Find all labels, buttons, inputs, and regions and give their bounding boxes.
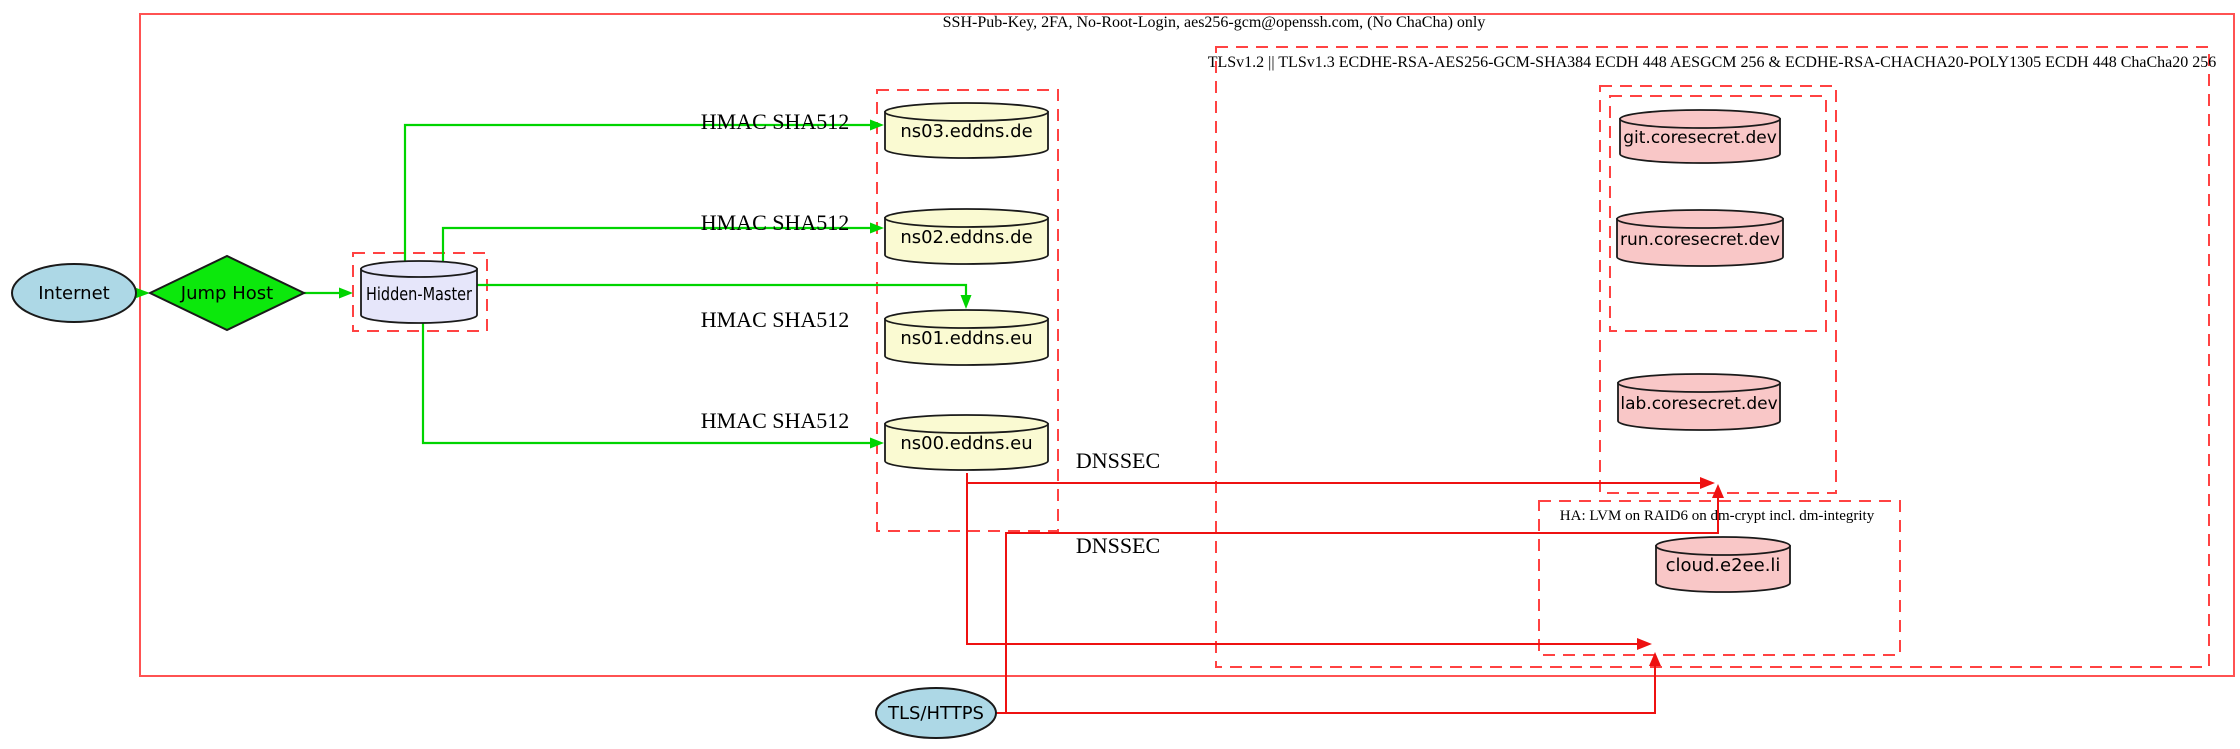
edge-label-hmac-1: HMAC SHA512 [701,109,850,134]
node-lab-coresecret: lab.coresecret.dev [1617,373,1781,431]
tls-https-ellipse [875,687,997,739]
edge-label-hmac-2: HMAC SHA512 [701,210,850,235]
cloud-label: cloud.e2ee.li [1666,555,1781,576]
internet-ellipse [11,263,137,323]
arrowhead-right-icon [1700,477,1715,489]
internet-label: Internet [38,283,109,304]
edge-line [997,666,1656,714]
edge-line [441,226,871,263]
arrowhead-right-icon [1637,638,1652,650]
coresecret-inner-border [1609,95,1827,332]
node-cloud-e2ee: cloud.e2ee.li [1655,536,1791,593]
cylinder-top [884,309,1049,329]
edge-line [477,283,968,296]
run-label: run.coresecret.dev [1620,230,1780,250]
edge-label-dnssec-2: DNSSEC [1076,533,1160,558]
cylinder-body [1617,382,1781,431]
ssh-zone-label: SSH-Pub-Key, 2FA, No-Root-Login, aes256-… [943,14,1486,31]
edge-tls-to-ha [997,652,1661,714]
node-git-coresecret: git.coresecret.dev [1619,109,1781,164]
edge-internet-jumphost [135,287,150,299]
edge-jumphost-hiddenmaster [304,287,353,299]
cylinder-top [884,414,1049,434]
cylinder-top [1655,536,1791,556]
tls-zone-label: TLSv1.2 || TLSv1.3 ECDHE-RSA-AES256-GCM-… [1208,54,2217,71]
arrowhead-right-icon [870,222,884,234]
git-label: git.coresecret.dev [1623,128,1777,148]
cylinder-body [1616,218,1784,267]
cylinder-body [884,111,1049,159]
cylinder-body [1619,118,1781,164]
edge-hiddenmaster-ns00 [421,321,884,449]
cylinder-body [884,318,1049,366]
cluster-coresecret-inner [1609,95,1827,332]
edge-label-hmac-3: HMAC SHA512 [701,307,850,332]
lab-label: lab.coresecret.dev [1620,394,1777,414]
cluster-hidden-master [352,252,488,332]
hidden-master-border [352,252,488,332]
edge-hiddenmaster-ns01 [477,283,972,309]
edge-line [966,473,1701,484]
node-internet: Internet [11,263,137,323]
ha-zone-border [1538,500,1901,656]
tls-zone-border [1215,46,2210,668]
arrowhead-right-icon [135,287,150,299]
node-ns00: ns00.eddns.eu [884,414,1049,471]
cluster-tls-zone: TLSv1.2 || TLSv1.3 ECDHE-RSA-AES256-GCM-… [1208,46,2217,668]
arrowhead-right-icon [870,437,884,449]
cylinder-top [884,208,1049,228]
cluster-ssh-zone: SSH-Pub-Key, 2FA, No-Root-Login, aes256-… [139,13,2235,677]
edge-dnssec-to-coresecret [966,473,1715,489]
ns02-label: ns02.eddns.de [900,227,1032,248]
edge-line [403,123,871,263]
edge-label-dnssec-1: DNSSEC [1076,448,1160,473]
hidden-master-label: Hidden-Master [366,284,472,305]
ssh-zone-border [139,13,2235,677]
arrowhead-up-icon [1649,652,1661,666]
ns03-label: ns03.eddns.de [900,121,1032,142]
edge-hiddenmaster-ns02 [441,222,884,263]
cylinder-top [884,102,1049,122]
arrowhead-up-icon [1712,484,1724,498]
node-hidden-master: Hidden-Master [360,260,478,324]
node-ns02: ns02.eddns.de [884,208,1049,265]
ns01-label: ns01.eddns.eu [900,328,1032,349]
edge-line [966,483,1638,645]
cylinder-body [360,268,478,324]
edge-hiddenmaster-ns03 [403,119,884,263]
node-jump-host: Jump Host [147,254,307,332]
cylinder-top [1617,373,1781,393]
cylinder-body [884,423,1049,471]
arrowhead-right-icon [870,119,884,131]
tls-https-label: TLS/HTTPS [887,703,984,724]
arrowhead-down-icon [960,295,972,309]
cylinder-body [884,217,1049,265]
edge-line [421,321,871,445]
node-ns01: ns01.eddns.eu [884,309,1049,366]
edge-label-hmac-4: HMAC SHA512 [701,408,850,433]
cluster-nameservers [876,89,1059,532]
cylinder-top [1616,209,1784,229]
node-ns03: ns03.eddns.de [884,102,1049,159]
cylinder-top [1619,109,1781,129]
jump-host-label: Jump Host [180,283,273,304]
edge-dnssec-to-ha [966,483,1652,650]
arrowhead-right-icon [339,287,353,299]
jump-host-diamond [147,254,307,332]
ns00-label: ns00.eddns.eu [900,433,1032,454]
nameservers-border [876,89,1059,532]
node-run-coresecret: run.coresecret.dev [1616,209,1784,267]
edge-line [996,498,1719,714]
node-tls-https: TLS/HTTPS [875,687,997,739]
cylinder-body [1655,545,1791,593]
cylinder-top [360,260,478,278]
